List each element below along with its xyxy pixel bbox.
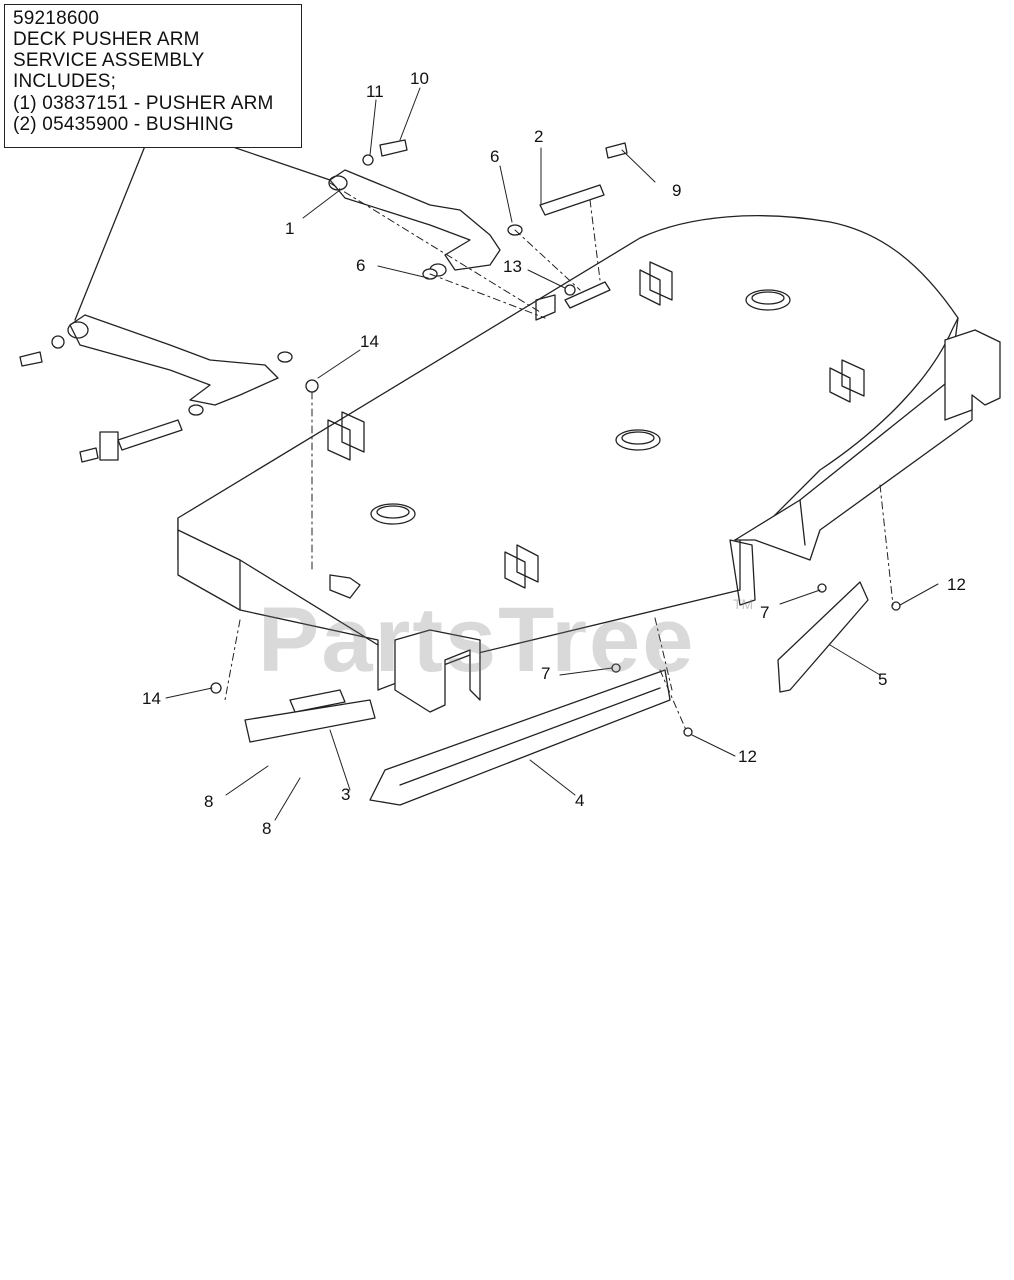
callout-12-right: 12 bbox=[947, 575, 966, 594]
callout-7-left: 7 bbox=[541, 664, 551, 683]
callout-12-lower: 12 bbox=[738, 747, 757, 766]
watermark-trademark: TM bbox=[733, 596, 754, 612]
rear-right-hanger bbox=[944, 329, 1001, 421]
callout-6-upper: 6 bbox=[490, 147, 500, 166]
callout-7-right: 7 bbox=[760, 603, 770, 622]
deck-right-rail bbox=[734, 379, 973, 561]
callout-9: 9 bbox=[672, 181, 682, 200]
callout-14-upper: 14 bbox=[360, 332, 379, 351]
baffle-5 bbox=[777, 581, 869, 693]
deck-brackets bbox=[327, 261, 865, 599]
pusher-arm-upper bbox=[329, 169, 501, 271]
callout-1: 1 bbox=[285, 219, 295, 238]
service-assembly-note: 59218600 DECK PUSHER ARM SERVICE ASSEMBL… bbox=[4, 4, 302, 148]
spindle-openings bbox=[370, 289, 791, 525]
callout-3: 3 bbox=[341, 785, 351, 804]
deck-front-skirt bbox=[177, 517, 741, 691]
callout-8-right: 8 bbox=[262, 819, 272, 838]
note-line-includes: INCLUDES; bbox=[13, 71, 117, 92]
callout-13: 13 bbox=[503, 257, 522, 276]
note-line-title: DECK PUSHER ARM bbox=[13, 29, 200, 50]
note-line-subtitle: SERVICE ASSEMBLY bbox=[13, 50, 205, 71]
callout-10: 10 bbox=[410, 69, 429, 88]
note-line-item-pusher-arm: (1) 03837151 - PUSHER ARM bbox=[13, 93, 274, 114]
baffle-3 bbox=[244, 689, 376, 743]
callout-8-left: 8 bbox=[204, 792, 214, 811]
watermark-logo: PartsTree bbox=[258, 589, 696, 691]
callout-11: 11 bbox=[366, 82, 384, 101]
note-line-part-number: 59218600 bbox=[13, 8, 100, 29]
callout-14-lower: 14 bbox=[142, 689, 161, 708]
baffle-4 bbox=[369, 669, 671, 806]
callout-5: 5 bbox=[878, 670, 888, 689]
callout-6-lower: 6 bbox=[356, 256, 366, 275]
pusher-arm-lower bbox=[69, 314, 279, 406]
callout-2: 2 bbox=[534, 127, 544, 146]
callout-4: 4 bbox=[575, 791, 585, 810]
front-left-hanger bbox=[394, 629, 481, 713]
note-line-item-bushing: (2) 05435900 - BUSHING bbox=[13, 114, 234, 135]
